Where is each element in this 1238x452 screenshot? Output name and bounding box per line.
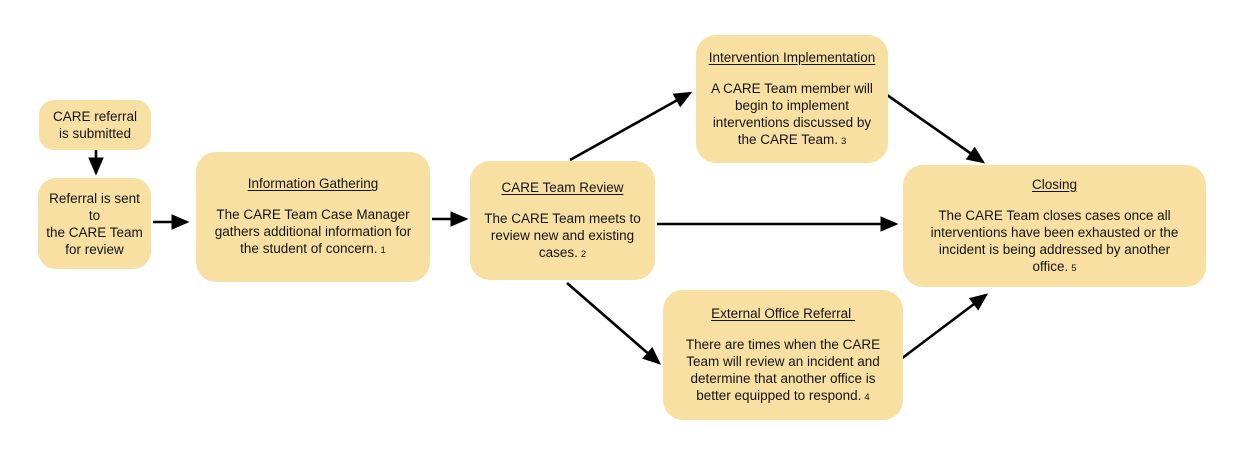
footnote-number: 5 [1071, 262, 1077, 274]
node-title: Closing [1031, 176, 1078, 192]
node-text: Referral is sent to the CARE Team for re… [46, 190, 143, 257]
arrow-external-referral-to-closing [900, 293, 989, 361]
footnote-number: 3 [840, 135, 847, 147]
node-closing: Closing The CARE Team closes cases once … [903, 165, 1206, 287]
footnote-number: 1 [380, 245, 386, 256]
arrow-review-to-intervention [569, 91, 693, 162]
footnote-number: 2 [580, 248, 587, 260]
node-intervention-implementation: Intervention Implementation A CARE Team … [696, 35, 888, 163]
node-information-gathering: Information Gathering The CARE Team Case… [196, 152, 430, 282]
node-text: CARE referral is submitted [52, 109, 138, 141]
node-referral-sent: Referral is sent to the CARE Team for re… [38, 178, 151, 269]
node-body: The CARE Team Case Manager gathers addit… [215, 206, 412, 259]
node-care-team-review: CARE Team Review The CARE Team meets to … [470, 161, 655, 280]
node-body: A CARE Team member will begin to impleme… [711, 80, 873, 150]
node-care-referral-submitted: CARE referral is submitted [39, 100, 151, 150]
node-body-text: A CARE Team member will begin to impleme… [711, 80, 873, 147]
node-title: Information Gathering [247, 176, 379, 191]
node-body-text: The CARE Team meets to review new and ex… [484, 210, 641, 260]
node-body-text: There are times when the CARE Team will … [685, 336, 881, 403]
node-body: The CARE Team meets to review new and ex… [484, 210, 641, 263]
node-body: There are times when the CARE Team will … [686, 336, 880, 406]
node-body-text: The CARE Team Case Manager gathers addit… [214, 207, 412, 256]
node-body-text: The CARE Team closes cases once all inte… [930, 207, 1179, 274]
node-title: External Office Referral [711, 305, 855, 321]
footnote-number: 4 [864, 391, 870, 403]
node-external-office-referral: External Office Referral There are times… [663, 290, 903, 420]
arrow-intervention-to-closing [886, 93, 986, 164]
node-body: The CARE Team closes cases once all inte… [931, 207, 1179, 277]
node-title: CARE Team Review [501, 179, 624, 195]
arrow-review-to-external-referral [566, 282, 661, 365]
node-title: Intervention Implementation [708, 49, 876, 65]
